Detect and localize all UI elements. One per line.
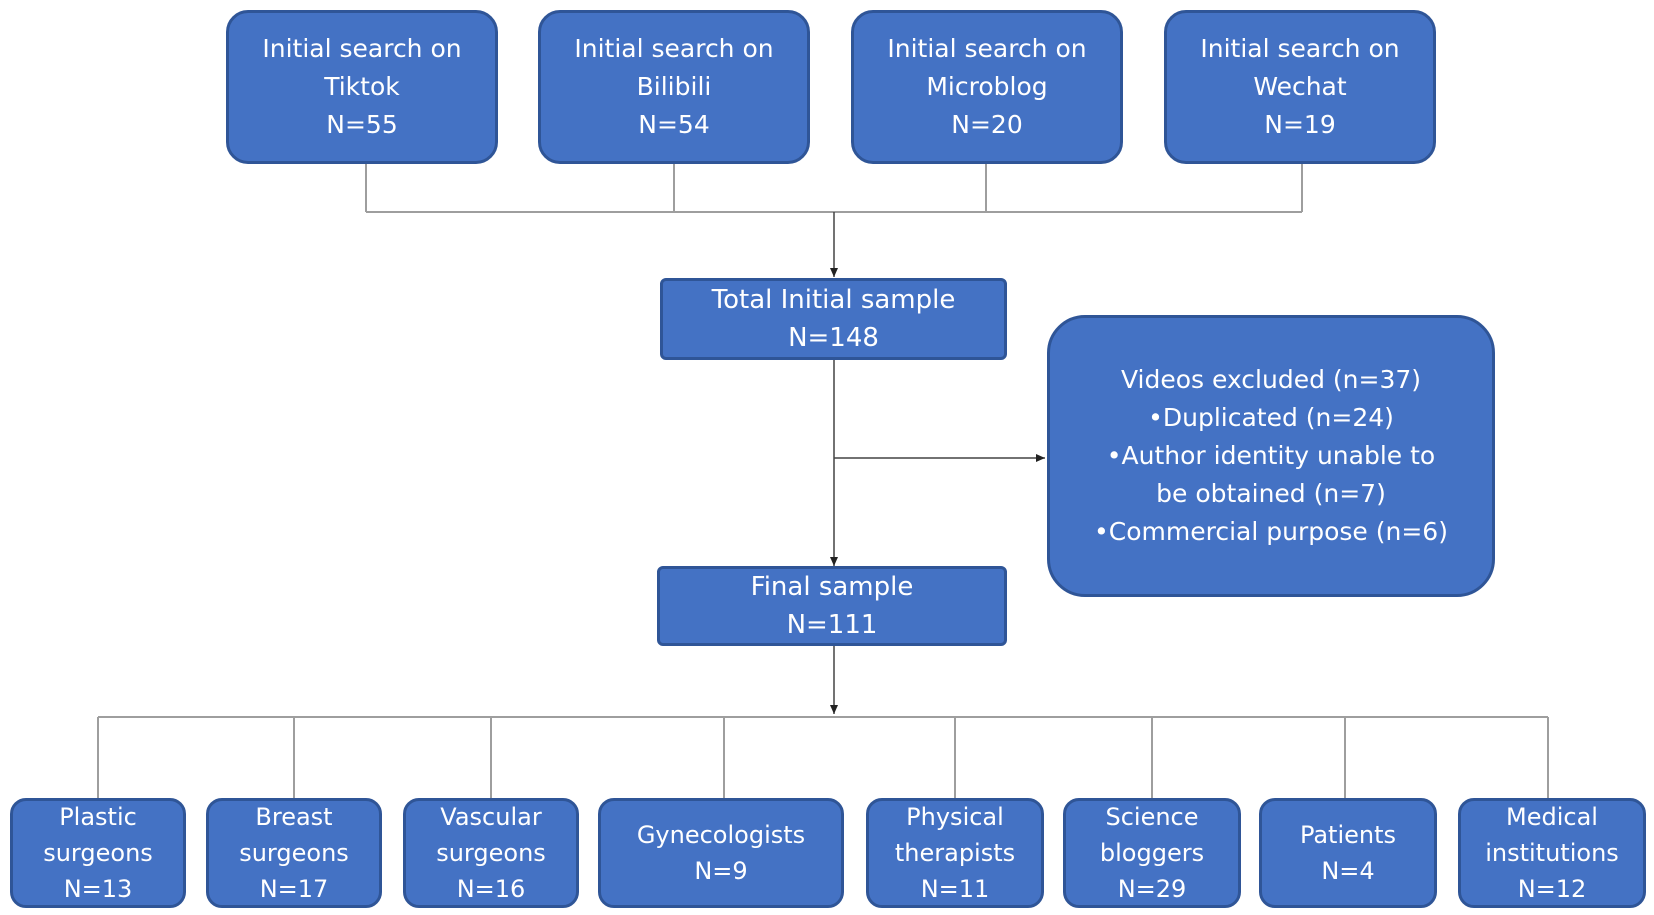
excluded-reason-author-identity-cont: be obtained (n=7) (1156, 479, 1386, 508)
total-sample-box: Total Initial sample N=148 (660, 278, 1007, 360)
source-label: Initial search on (574, 34, 774, 63)
category-line2: surgeons (43, 839, 153, 867)
total-sample-label: Total Initial sample (711, 285, 956, 315)
category-box-science-bloggers: Science bloggers N=29 (1063, 798, 1241, 908)
excluded-reason-author-identity: •Author identity unable to (1106, 441, 1436, 470)
source-platform: Wechat (1253, 72, 1347, 101)
category-count: N=13 (63, 875, 133, 903)
excluded-title: Videos excluded (n=37) (1120, 365, 1422, 394)
source-platform: Bilibili (636, 72, 712, 101)
category-line1: Gynecologists (636, 821, 806, 849)
category-box-plastic-surgeons: Plastic surgeons N=13 (10, 798, 186, 908)
category-line1: Vascular (440, 803, 542, 831)
category-box-patients: Patients N=4 (1259, 798, 1437, 908)
category-line1: Physical (906, 803, 1004, 831)
source-label: Initial search on (887, 34, 1087, 63)
source-count: N=19 (1264, 110, 1336, 139)
category-line2: institutions (1485, 839, 1619, 867)
source-label: Initial search on (1200, 34, 1400, 63)
category-count: N=29 (1117, 875, 1187, 903)
category-line1: Breast (255, 803, 333, 831)
category-line2: surgeons (436, 839, 546, 867)
category-line2: therapists (894, 839, 1016, 867)
excluded-reason-commercial: •Commercial purpose (n=6) (1094, 517, 1448, 546)
category-line1: Science (1105, 803, 1199, 831)
category-count: N=17 (259, 875, 329, 903)
category-line1: Medical (1506, 803, 1598, 831)
final-sample-label: Final sample (750, 572, 914, 602)
category-line1: Plastic (59, 803, 137, 831)
excluded-videos-box: Videos excluded (n=37) •Duplicated (n=24… (1047, 315, 1495, 597)
category-line2: bloggers (1099, 839, 1205, 867)
category-box-breast-surgeons: Breast surgeons N=17 (206, 798, 382, 908)
category-count: N=12 (1517, 875, 1587, 903)
category-count: N=4 (1321, 857, 1375, 885)
source-platform: Microblog (926, 72, 1048, 101)
source-count: N=54 (638, 110, 710, 139)
category-box-physical-therapists: Physical therapists N=11 (866, 798, 1044, 908)
source-label: Initial search on (262, 34, 462, 63)
source-box-wechat: Initial search on Wechat N=19 (1164, 10, 1436, 164)
final-sample-box: Final sample N=111 (657, 566, 1007, 646)
source-count: N=20 (951, 110, 1023, 139)
source-count: N=55 (326, 110, 398, 139)
source-box-microblog: Initial search on Microblog N=20 (851, 10, 1123, 164)
excluded-reason-duplicated: •Duplicated (n=24) (1148, 403, 1394, 432)
final-sample-count: N=111 (786, 610, 878, 640)
category-line2: surgeons (239, 839, 349, 867)
category-count: N=16 (456, 875, 526, 903)
category-count: N=9 (694, 857, 748, 885)
category-count: N=11 (920, 875, 990, 903)
category-box-vascular-surgeons: Vascular surgeons N=16 (403, 798, 579, 908)
total-sample-count: N=148 (788, 323, 879, 353)
source-box-bilibili: Initial search on Bilibili N=54 (538, 10, 810, 164)
source-box-tiktok: Initial search on Tiktok N=55 (226, 10, 498, 164)
category-box-gynecologists: Gynecologists N=9 (598, 798, 844, 908)
category-line1: Patients (1299, 821, 1397, 849)
category-box-medical-institutions: Medical institutions N=12 (1458, 798, 1646, 908)
source-platform: Tiktok (324, 72, 400, 101)
